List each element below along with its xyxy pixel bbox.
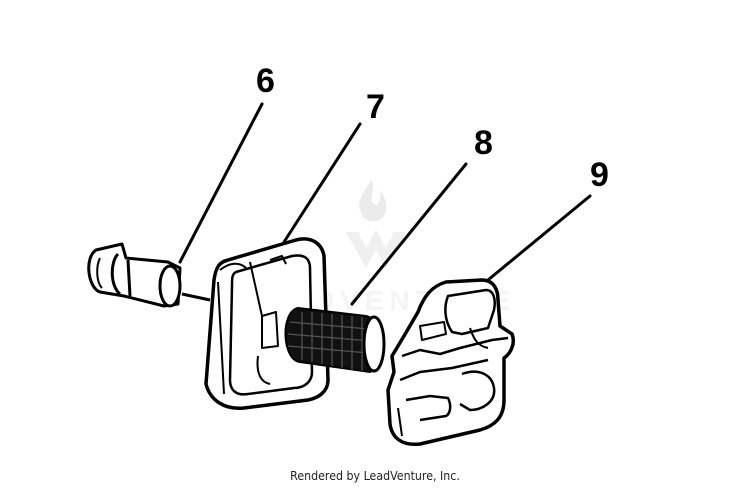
leader-line-9: [486, 194, 592, 282]
callout-8: 8: [474, 124, 493, 162]
leader-line-7: [282, 122, 362, 244]
callout-6: 6: [256, 62, 275, 100]
callout-9: 9: [590, 156, 609, 194]
leader-line-8: [350, 162, 468, 306]
leader-lines: [178, 102, 592, 306]
part-6-fitting: [87, 242, 211, 308]
footer-credit: Rendered by LeadVenture, Inc.: [290, 469, 460, 483]
part-7-housing: [204, 237, 330, 410]
part-9-cover: [386, 278, 516, 447]
part-8-filter-element: [284, 306, 386, 374]
callout-7: 7: [366, 88, 385, 126]
leader-line-6: [178, 102, 264, 264]
